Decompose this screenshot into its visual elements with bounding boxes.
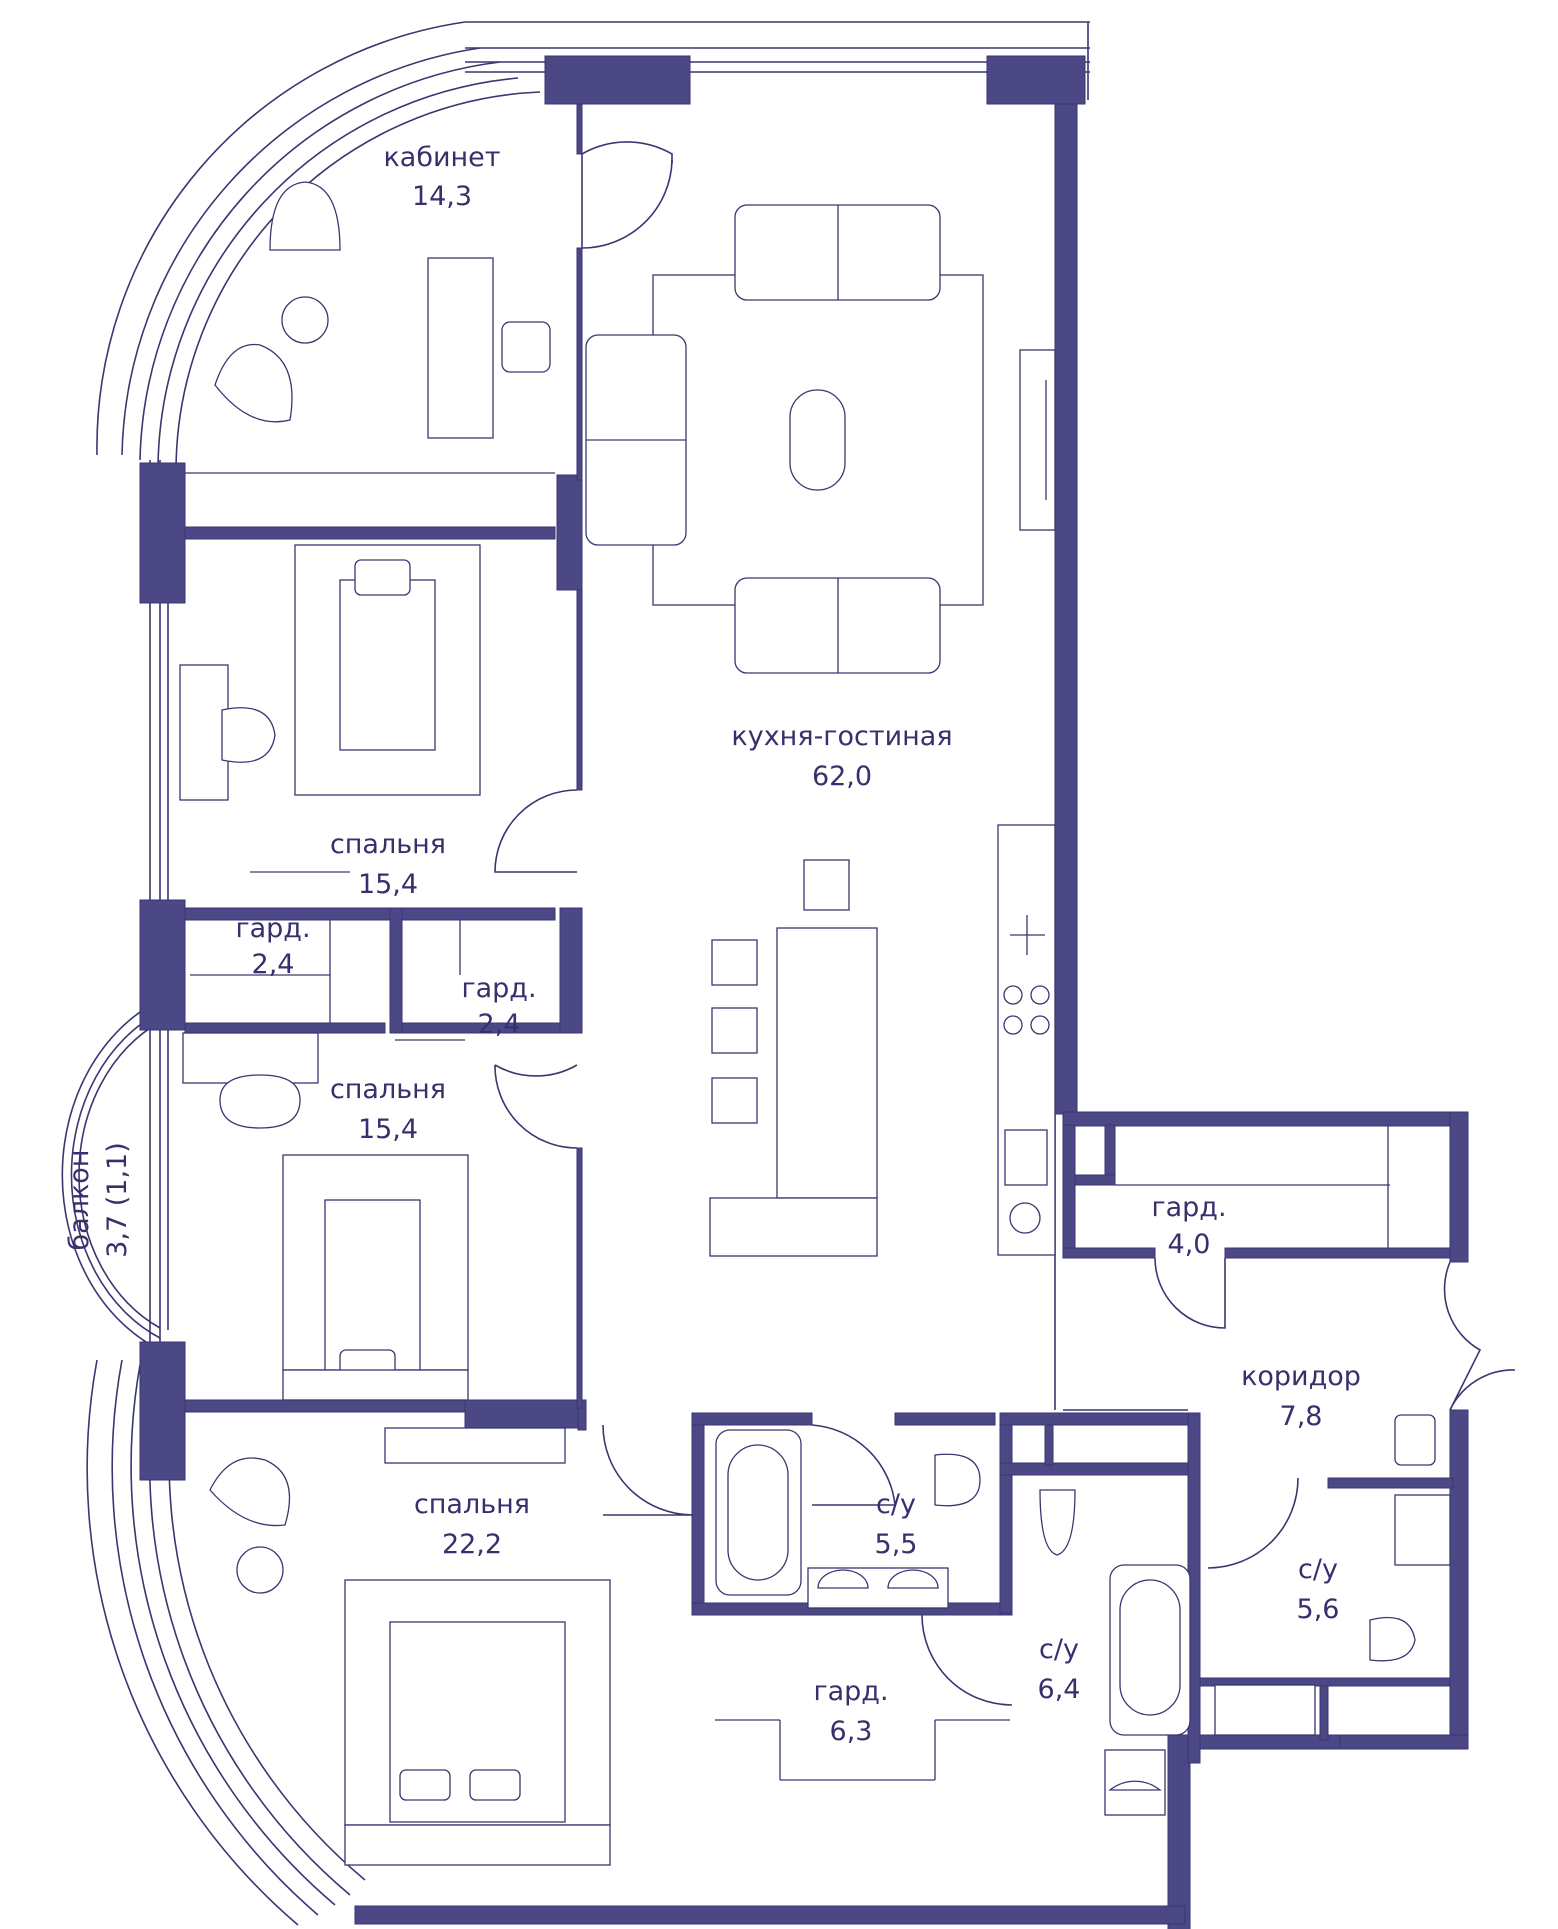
wardrobe3-name: гард. [1151,1192,1226,1223]
wardrobe2-area: 2,4 [478,1009,521,1040]
wardrobe1-area: 2,4 [252,949,295,980]
living-area: 62,0 [812,761,872,792]
bedroom3-area: 22,2 [442,1529,502,1560]
study-area: 14,3 [412,181,472,212]
bath3-name: с/у [1298,1554,1338,1585]
wardrobe-large-furniture [715,1719,1010,1781]
wardrobe1-name: гард. [235,913,310,944]
balcony [61,999,161,1351]
bedroom3-furniture [209,1427,611,1866]
study-furniture [185,181,555,474]
bath1-name: с/у [876,1489,916,1520]
wardrobe2-name: гард. [461,973,536,1004]
balcony-name: балкон [64,1150,95,1251]
corridor-area: 7,8 [1280,1401,1323,1432]
bedroom1-name: спальня [330,829,446,860]
bath2-fixtures [1039,1489,1191,1816]
doors [494,141,1516,1706]
balcony-area: 3,7 (1,1) [102,1142,133,1258]
bath1-fixtures [715,1429,981,1609]
bedroom2-area: 15,4 [358,1114,418,1145]
bath1-area: 5,5 [875,1529,918,1560]
wardrobe-mid-furniture [1115,1125,1390,1248]
bedroom2-name: спальня [330,1074,446,1105]
bedroom2-furniture [182,1032,469,1401]
bedroom1-area: 15,4 [358,869,418,900]
wardrobe3-area: 4,0 [1168,1229,1211,1260]
bath3-fixtures [1214,1414,1451,1736]
living-furniture [585,204,1056,1257]
bedroom1-furniture [179,544,481,873]
bath2-name: с/у [1039,1634,1079,1665]
bedroom3-name: спальня [414,1489,530,1520]
wardrobe-small-furniture [190,920,465,1041]
wardrobe4-area: 6,3 [830,1716,873,1747]
wardrobe4-name: гард. [813,1676,888,1707]
study-name: кабинет [383,142,500,173]
living-name: кухня-гостиная [731,721,952,752]
corridor-name: коридор [1241,1361,1361,1392]
bath2-area: 6,4 [1038,1674,1081,1705]
room-labels: кабинет 14,3 кухня-гостиная 62,0 спальня… [64,142,1361,1747]
bath3-area: 5,6 [1297,1594,1340,1625]
